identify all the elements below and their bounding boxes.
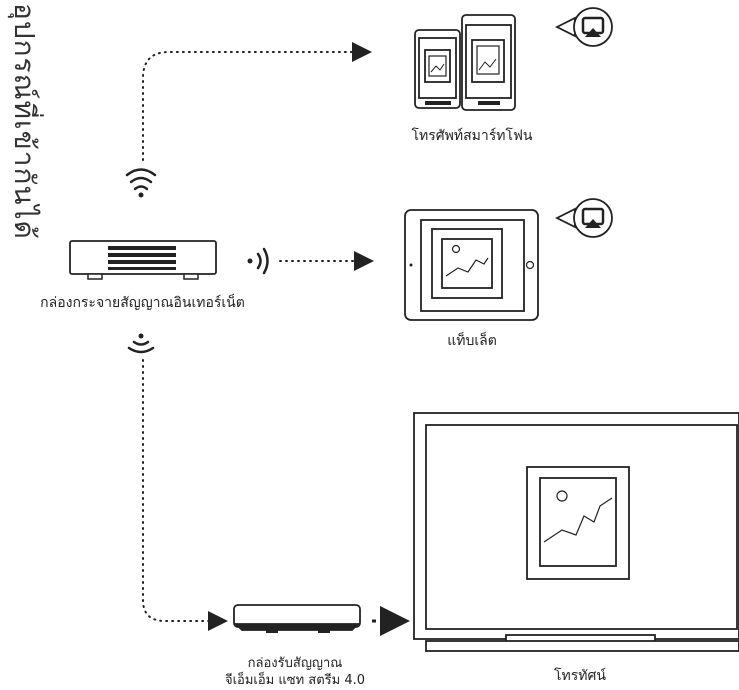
settop-label-line1: กล่องรับสัญญาณ	[247, 656, 343, 671]
smartphone-label: โทรศัพท์สมาร์ทโฟน	[411, 128, 533, 144]
connector-router-to-settop	[142, 359, 228, 631]
connector-router-to-phone	[142, 42, 372, 161]
settop-box-device	[233, 604, 361, 633]
tv-label: โทรทัศน์	[554, 668, 606, 684]
wifi-icon	[125, 168, 157, 198]
airplay-icon	[554, 198, 613, 238]
tablet-label: แท็บเล็ต	[447, 333, 497, 349]
wireless-signal-icon	[247, 247, 269, 275]
tablet-device	[404, 209, 539, 321]
smartphone-device	[414, 14, 516, 111]
settop-label-line2: จีเอ็มเอ็ม แซท สตรีม 4.0	[224, 673, 366, 688]
router-label: กล่องกระจายสัญญาณอินเทอร์เน็ต	[40, 295, 245, 311]
wifi-signal-down-icon	[127, 333, 155, 354]
airplay-icon	[554, 7, 613, 47]
router-device	[69, 240, 217, 280]
tv-device	[413, 412, 739, 652]
vertical-title: อุปกรณ์ที่เข้ากันได้	[8, 3, 41, 240]
